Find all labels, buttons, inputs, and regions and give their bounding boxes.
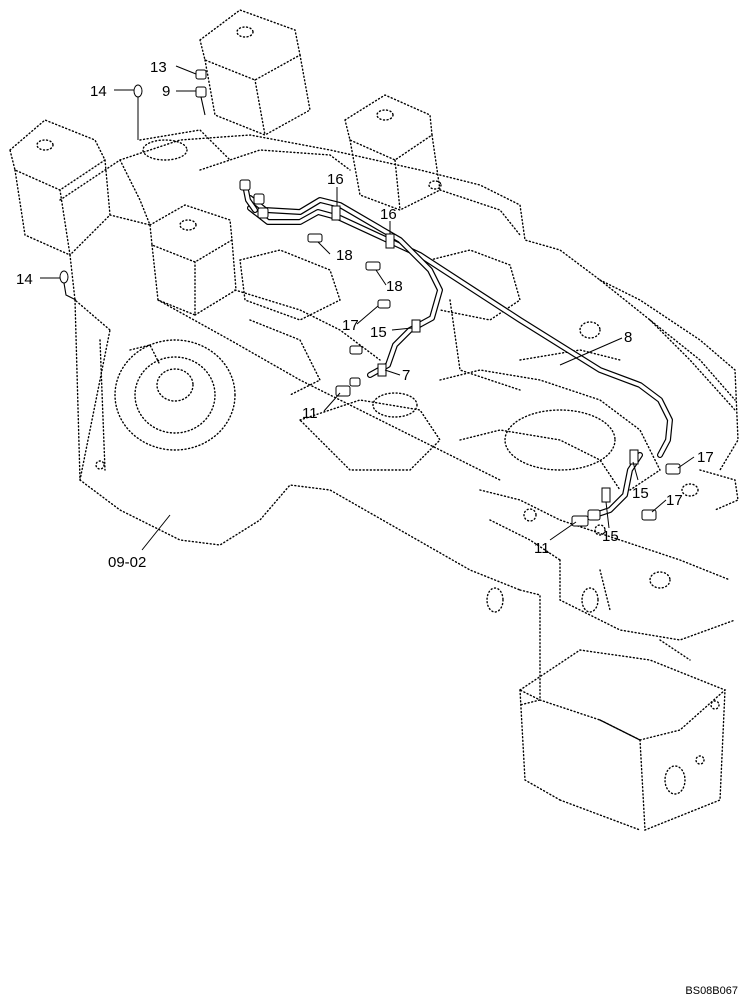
callout-16-right: 16 bbox=[380, 206, 397, 223]
callout-15-right-upper: 15 bbox=[632, 485, 649, 502]
callout-17-right-lower: 17 bbox=[666, 492, 683, 509]
drawing-code: BS08B067 bbox=[685, 985, 738, 997]
fittings bbox=[59, 69, 681, 527]
callout-17-right-upper: 17 bbox=[697, 449, 714, 466]
callout-15-left: 15 bbox=[370, 324, 387, 341]
callout-15-right-lower: 15 bbox=[602, 528, 619, 545]
callout-9: 9 bbox=[162, 83, 170, 100]
callout-18-upper: 18 bbox=[336, 247, 353, 264]
callout-14-top: 14 bbox=[90, 83, 107, 100]
callout-reference-09-02: 09-02 bbox=[108, 554, 146, 571]
callout-7: 7 bbox=[402, 367, 410, 384]
callout-16-left: 16 bbox=[327, 171, 344, 188]
callout-11-right: 11 bbox=[534, 540, 550, 557]
callout-17-left: 17 bbox=[342, 317, 359, 334]
callout-11-left: 11 bbox=[302, 405, 318, 422]
callout-18-lower: 18 bbox=[386, 278, 403, 295]
callout-14-left: 14 bbox=[16, 271, 33, 288]
frame-drawing bbox=[9, 9, 739, 832]
leader-lines bbox=[40, 65, 695, 551]
callout-13: 13 bbox=[150, 59, 167, 76]
callout-8: 8 bbox=[624, 329, 632, 346]
callout-labels: 13 14 9 14 16 16 18 18 17 15 7 11 8 17 1… bbox=[16, 59, 714, 571]
